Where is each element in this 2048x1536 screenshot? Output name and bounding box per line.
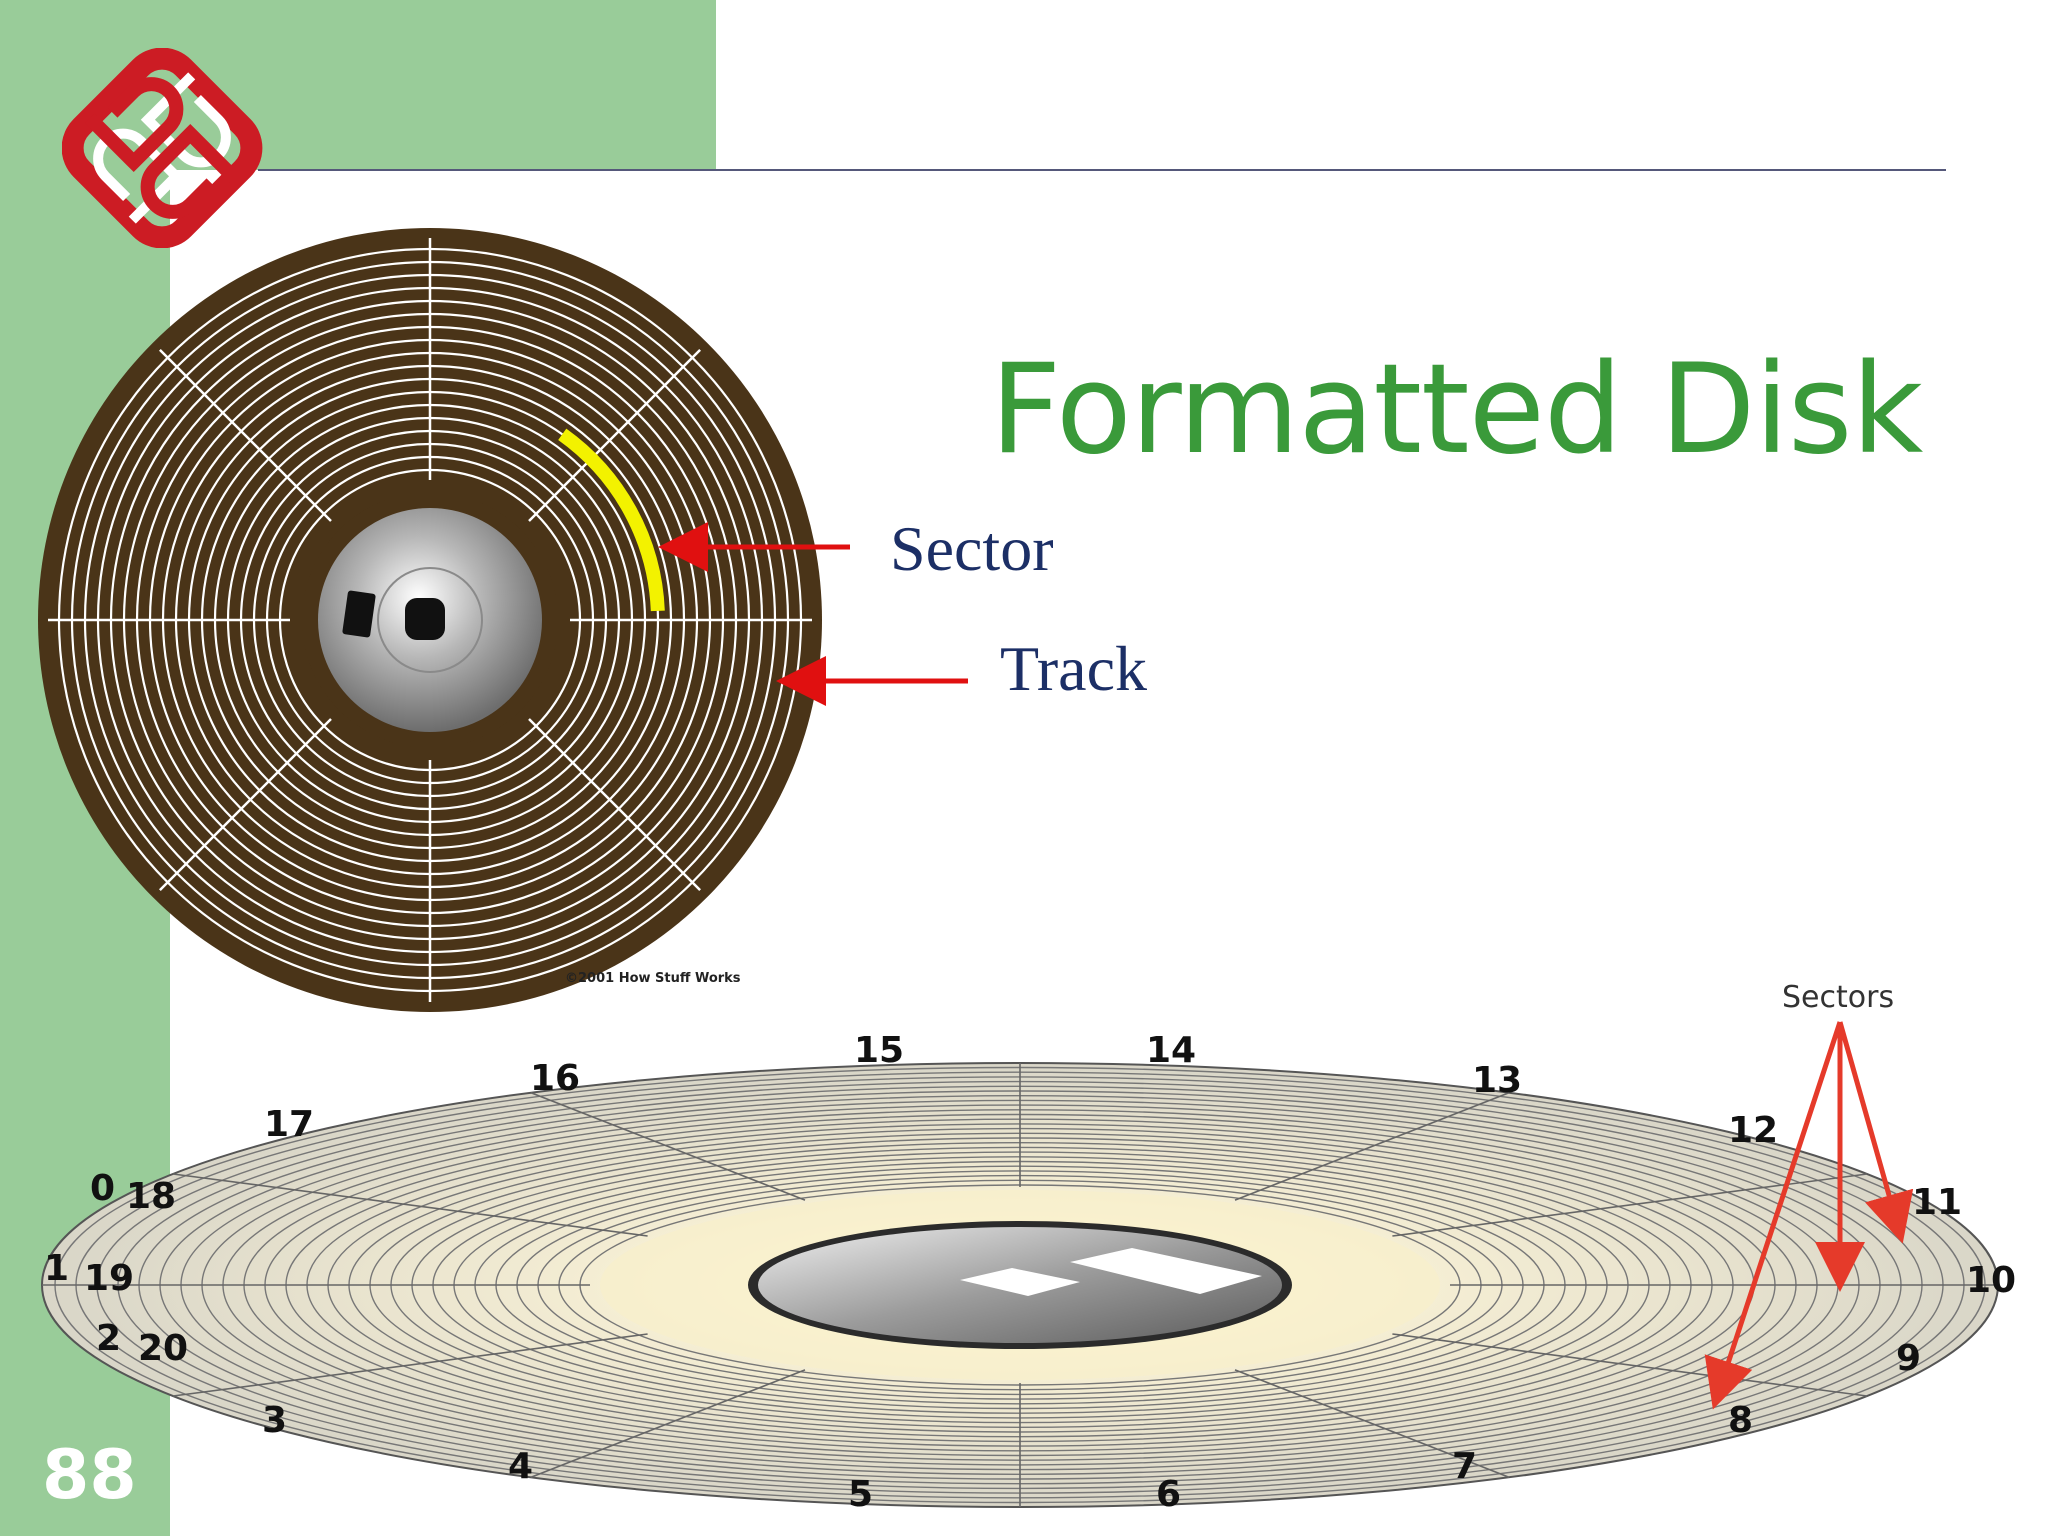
- bottom-hub-hole-right: [1070, 1248, 1262, 1294]
- sector-number-11: 11: [1912, 1182, 1962, 1223]
- sector-label: Sector: [890, 513, 1054, 584]
- sector-number-6: 6: [1156, 1474, 1181, 1515]
- sectors-caption: Sectors: [1782, 980, 1894, 1015]
- track-label: Track: [1000, 633, 1147, 704]
- sector-number-7: 7: [1452, 1446, 1477, 1487]
- sector-number-1: 1: [44, 1248, 69, 1289]
- bottom-hub-hole-left: [960, 1268, 1080, 1296]
- bottom-disk-sector-lines: [42, 1063, 1998, 1507]
- sector-number-0: 0: [90, 1168, 115, 1209]
- copyright-text: ©2001 How Stuff Works: [565, 971, 741, 986]
- slide-title: Formatted Disk: [990, 338, 1923, 482]
- top-disk-platter: ©2001 How Stuff Works: [38, 228, 822, 1012]
- sector-number-18: 18: [126, 1176, 176, 1217]
- sector-number-10: 10: [1966, 1260, 2016, 1301]
- institution-logo: [62, 48, 263, 248]
- sector-number-4: 4: [508, 1446, 533, 1487]
- sectors-arrow-3: [1837, 1021, 1914, 1244]
- sector-number-15: 15: [854, 1030, 904, 1071]
- sector-number-8: 8: [1728, 1400, 1753, 1441]
- sector-number-2: 2: [96, 1318, 121, 1359]
- page-number: 88: [42, 1436, 137, 1515]
- hub-hole-left: [342, 590, 376, 638]
- sector-highlight: [558, 428, 665, 612]
- header-divider: [258, 169, 1946, 171]
- sector-number-13: 13: [1472, 1060, 1522, 1101]
- sector-number-5: 5: [848, 1474, 873, 1515]
- hub-hole-right: [405, 598, 445, 640]
- sector-number-16: 16: [530, 1058, 580, 1099]
- sector-number-3: 3: [262, 1400, 287, 1441]
- top-disk-sector-lines: [48, 238, 812, 1002]
- sectors-arrow-1: [1704, 1021, 1843, 1410]
- sector-number-20: 20: [138, 1328, 188, 1369]
- sector-number-14: 14: [1146, 1030, 1196, 1071]
- sector-number-17: 17: [264, 1104, 314, 1145]
- sector-number-9: 9: [1896, 1338, 1921, 1379]
- sector-number-12: 12: [1728, 1110, 1778, 1151]
- sector-number-19: 19: [84, 1258, 134, 1299]
